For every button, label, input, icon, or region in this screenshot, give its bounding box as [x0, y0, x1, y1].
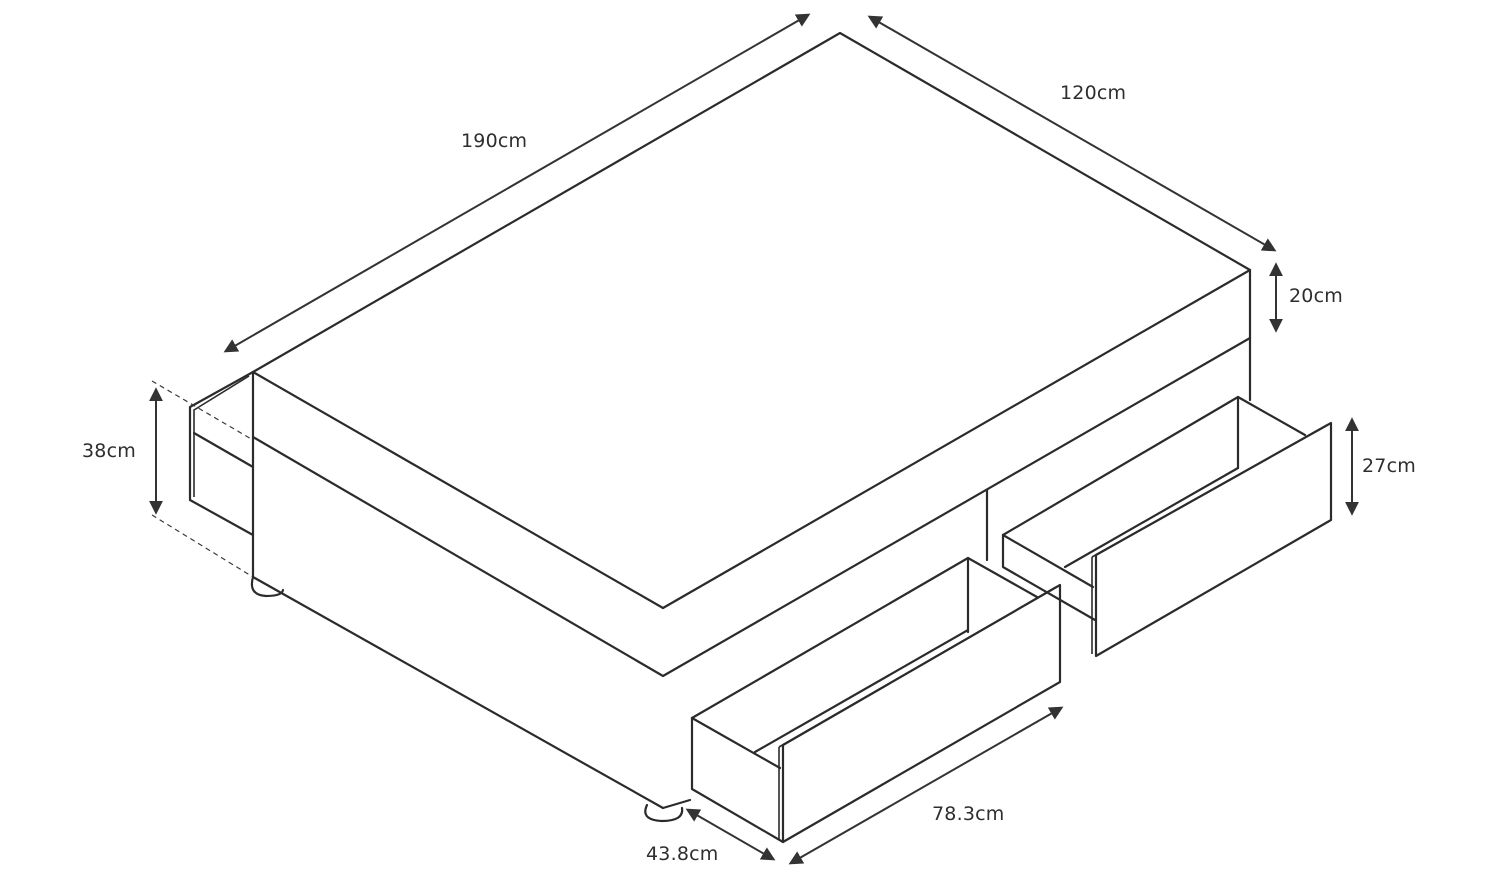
drawer-height-label: 27cm — [1362, 455, 1416, 477]
dimension-arrows — [149, 13, 1359, 865]
bed-top-surface — [251, 31, 1252, 678]
total-height-label: 38cm — [82, 440, 136, 462]
headboard-end-panel — [151, 370, 255, 578]
drawer-depth-arrow — [685, 808, 776, 861]
width-arrow — [867, 15, 1277, 252]
bed-base-body — [251, 336, 1252, 810]
length-arrow — [223, 13, 811, 353]
width-label: 120cm — [1060, 82, 1127, 104]
drawer-depth-label: 43.8cm — [646, 843, 719, 865]
drawer-length-arrow — [788, 706, 1064, 865]
mattress-top-height-label: 20cm — [1289, 285, 1343, 307]
drawer-front — [690, 556, 1062, 844]
bed-feet — [250, 575, 684, 823]
drawer-rear — [1001, 395, 1333, 658]
drawer-length-label: 78.3cm — [932, 803, 1005, 825]
length-label: 190cm — [461, 130, 528, 152]
